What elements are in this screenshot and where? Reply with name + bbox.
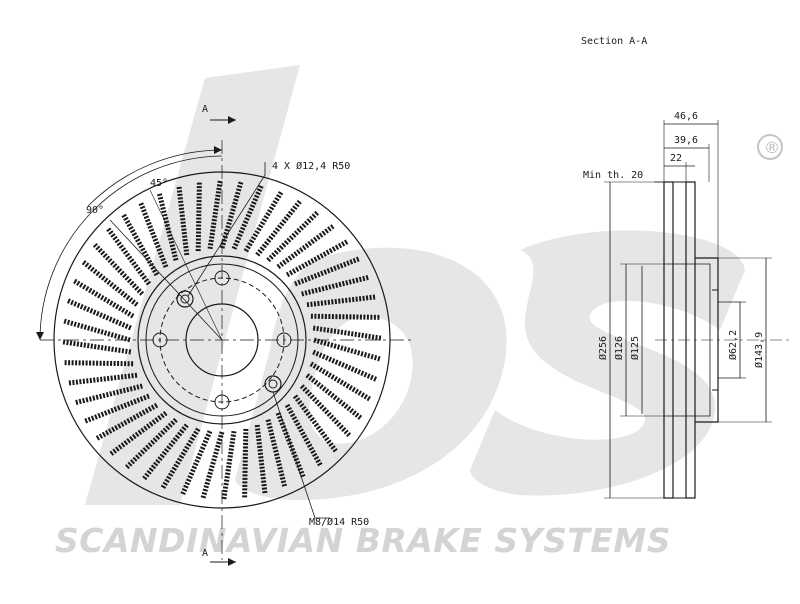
vent-slot: [294, 256, 361, 287]
vent-slot: [305, 373, 363, 421]
vent-slot: [310, 313, 381, 320]
vent-slot: [83, 393, 150, 424]
vent-slot: [124, 417, 178, 470]
vent-slot: [266, 210, 320, 263]
vent-slot: [221, 430, 237, 501]
vent-slot: [92, 242, 145, 296]
sbs-watermark-logo: [85, 65, 745, 505]
vent-slot: [231, 184, 264, 250]
vent-slot: [138, 201, 169, 268]
section-arrow-top: [228, 116, 236, 124]
vent-slot: [313, 337, 382, 362]
vent-slot: [301, 274, 370, 297]
thread-holes-leader: [272, 391, 330, 519]
section-marker-bottom: A: [202, 548, 208, 559]
vent-slot: [243, 190, 284, 253]
bolt-holes-leader: [187, 162, 266, 297]
min-thickness-label: Min th. 20: [583, 170, 643, 181]
vent-slot: [94, 402, 159, 441]
vent-slot: [141, 423, 189, 481]
arc-arrow-left: [36, 332, 44, 340]
section-arrow-bottom: [228, 558, 236, 566]
vent-slot: [176, 185, 190, 256]
thread-holes-label: M8/Ø14 R50: [309, 516, 369, 528]
vent-slot: [265, 419, 288, 488]
vent-slot: [156, 192, 179, 261]
angle-label-45: 45°: [150, 178, 168, 189]
dim-label-126: Ø126: [613, 336, 625, 360]
vent-slot: [254, 424, 268, 495]
bolt-holes-label: 4 X Ø12,4 R50: [272, 160, 350, 172]
dim-label-62-2: Ø62,2: [727, 330, 739, 360]
vent-slot: [299, 384, 352, 438]
angle-ray-45: [149, 189, 223, 341]
vent-slot: [81, 259, 139, 307]
dim-label-125: Ø125: [629, 336, 641, 360]
vent-slot: [292, 394, 339, 454]
ventilation-slots: [61, 179, 383, 501]
disc-front-view: [36, 116, 415, 566]
angle-arc-90: [39, 155, 223, 341]
brand-tagline: SCANDINAVIAN BRAKE SYSTEMS: [55, 521, 671, 560]
vent-slot: [312, 325, 383, 341]
vent-slot: [242, 428, 249, 499]
vent-slot: [61, 339, 132, 355]
thread-hole-upper: [176, 290, 194, 308]
registered-mark: ®: [764, 138, 780, 157]
vent-slot: [180, 430, 213, 496]
vent-slot: [108, 410, 168, 457]
vent-slot: [284, 403, 323, 468]
vent-slot: [200, 431, 225, 500]
vent-slot: [275, 412, 306, 479]
dim-label-22: 22: [670, 153, 682, 164]
thread-hole-lower-inner: [268, 379, 278, 389]
vent-slot: [66, 298, 132, 331]
vent-slot: [63, 360, 134, 367]
section-title: Section A-A: [581, 36, 647, 47]
vent-slot: [105, 226, 152, 286]
dim-label-256: Ø256: [597, 336, 609, 360]
vent-slot: [309, 361, 372, 402]
registered-mark-circle: [757, 134, 783, 160]
arc-arrow-top: [214, 146, 222, 154]
angle-label-90: 90°: [86, 205, 104, 216]
vent-slot: [306, 294, 377, 308]
vent-slot: [285, 239, 350, 278]
vent-slot: [207, 179, 223, 250]
vent-slot: [121, 212, 160, 277]
vent-slot: [74, 383, 143, 406]
dim-label-39-6: 39,6: [674, 135, 698, 146]
vent-slot: [312, 349, 378, 382]
disc-section-view: [604, 120, 790, 499]
vent-slot: [195, 181, 202, 252]
angle-ray-90: [109, 219, 223, 341]
thread-hole-upper-inner: [180, 294, 190, 304]
vent-slot: [67, 372, 138, 386]
vent-slot: [160, 427, 201, 490]
section-marker-top: A: [202, 104, 208, 115]
vent-slot: [72, 278, 135, 319]
dim-label-143-9: Ø143,9: [753, 332, 765, 368]
dim-label-46-6: 46,6: [674, 111, 698, 122]
vent-slot: [255, 199, 303, 257]
vent-slot: [62, 318, 131, 343]
vent-slot: [276, 223, 336, 270]
angle-arc-45: [87, 149, 223, 207]
